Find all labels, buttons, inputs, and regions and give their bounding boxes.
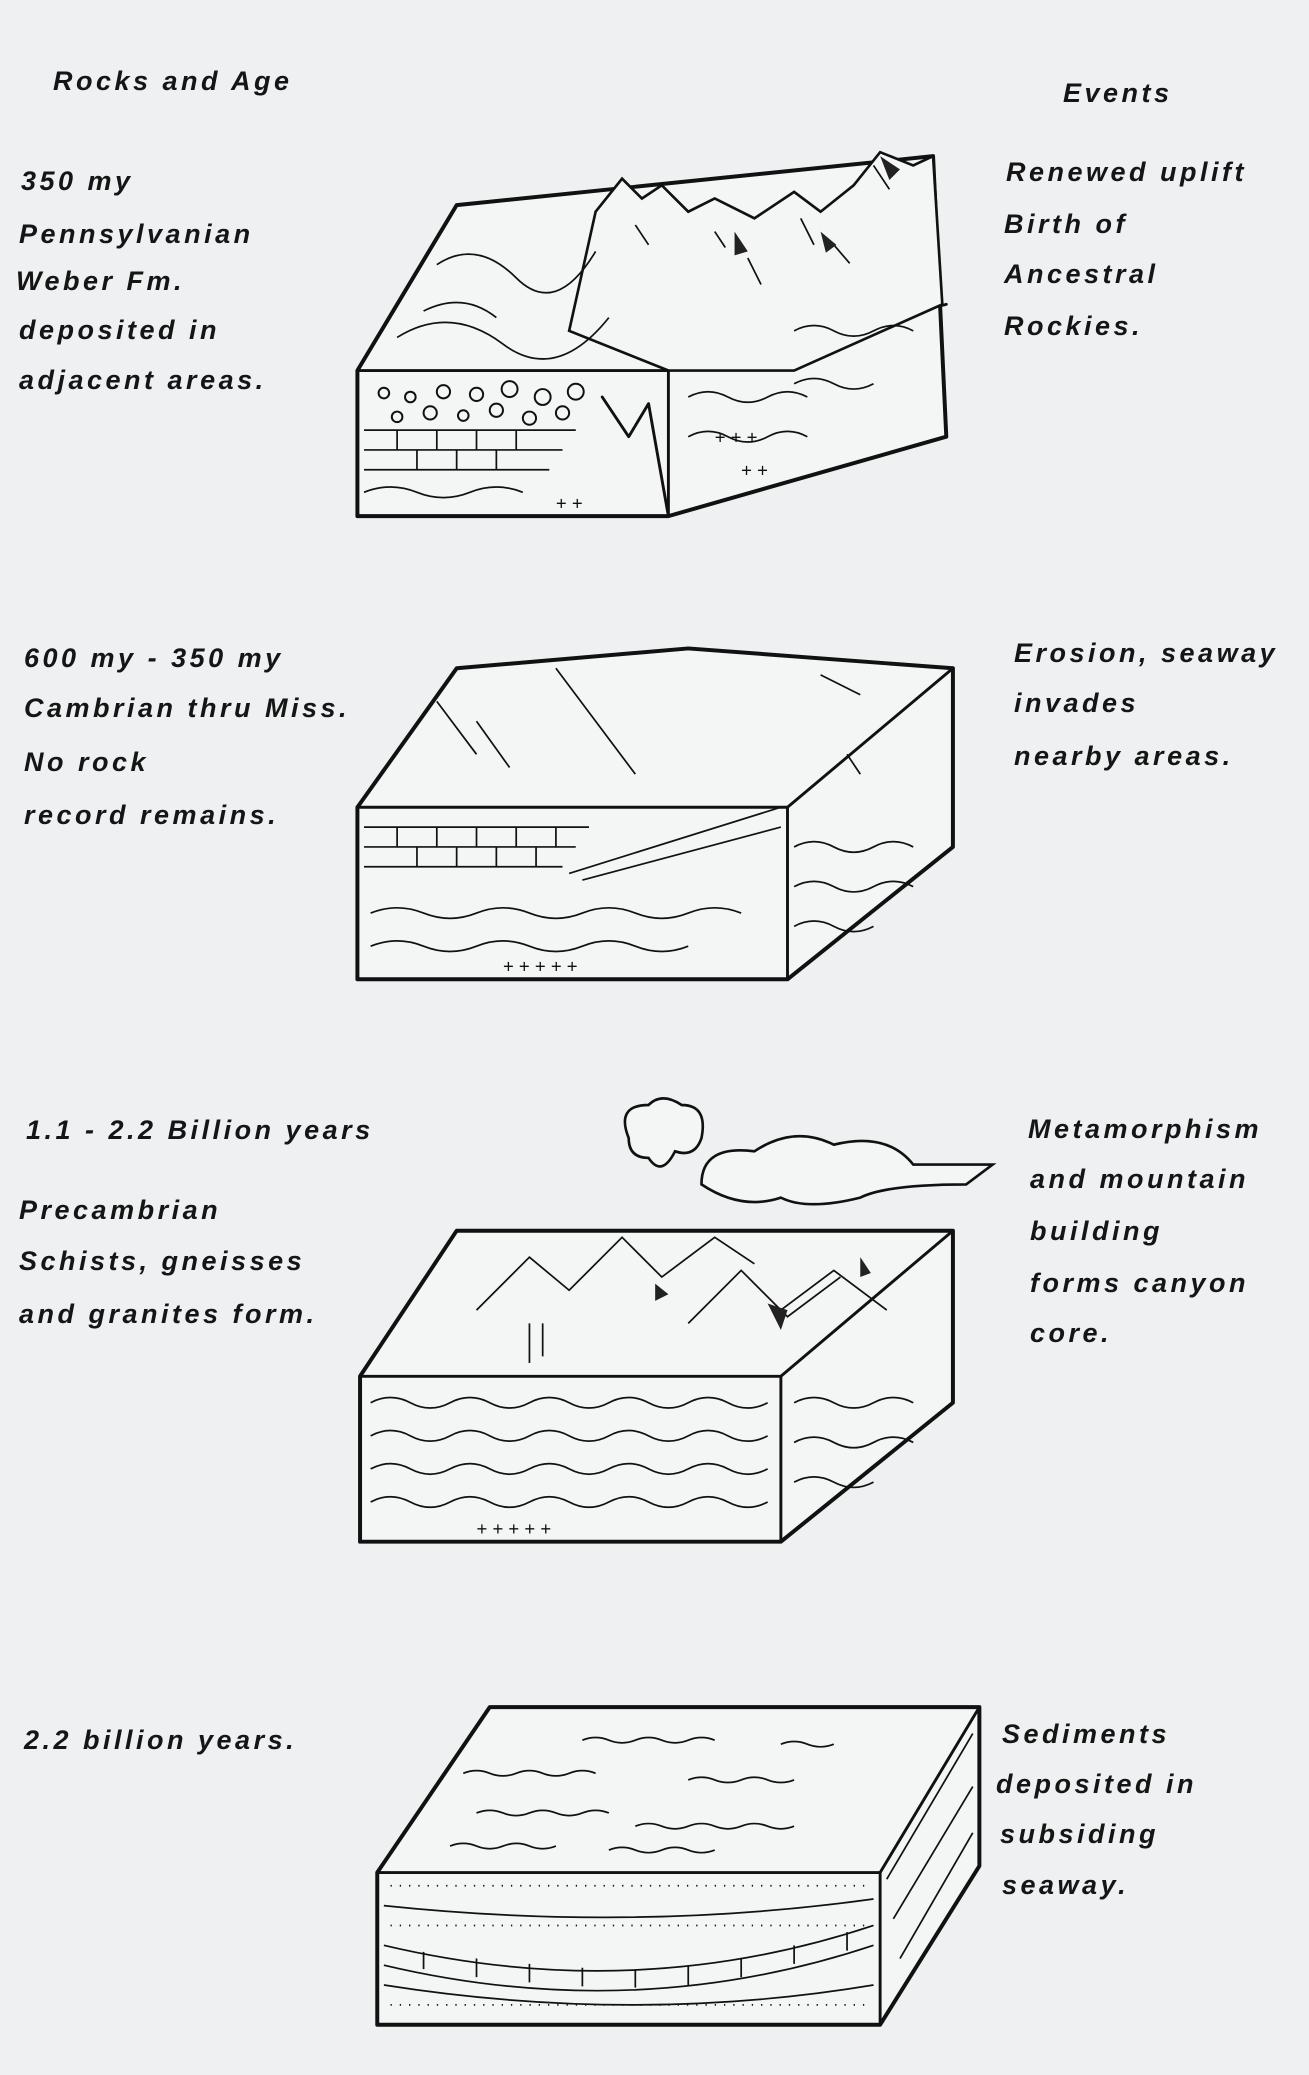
event-label: invades	[1014, 688, 1140, 718]
block-diagram-metamorphism: + + + + +	[358, 1097, 997, 1544]
event-label: forms canyon	[1030, 1268, 1250, 1298]
header-events: Events	[1063, 78, 1173, 108]
event-label: and mountain	[1030, 1164, 1249, 1194]
volcanic-cloud	[623, 1097, 997, 1206]
rock-label: 1.1 - 2.2 Billion years	[26, 1115, 374, 1145]
rock-label: adjacent areas.	[19, 365, 267, 395]
event-label: Erosion, seaway	[1014, 638, 1279, 668]
block-diagram-uplift: + + + + + + +	[355, 150, 949, 519]
svg-text:+ + +: + + +	[715, 426, 758, 447]
event-label: Birth of	[1004, 209, 1128, 239]
svg-text:+ +: + +	[741, 459, 768, 480]
rock-label: Pennsylvanian	[19, 219, 254, 249]
svg-text:+ +: + +	[556, 492, 583, 513]
event-label: building	[1030, 1216, 1163, 1246]
rock-label: 600 my - 350 my	[24, 643, 284, 673]
rock-label: Cambrian thru Miss.	[24, 693, 351, 723]
rock-label: record remains.	[24, 800, 280, 830]
event-label: core.	[1030, 1318, 1113, 1348]
rock-label: 350 my	[21, 166, 134, 196]
event-label: Ancestral	[1004, 259, 1159, 289]
block-diagram-sediments	[375, 1705, 982, 2027]
conglomerate-pattern	[377, 380, 585, 426]
event-label: nearby areas.	[1014, 741, 1234, 771]
svg-text:+ + + + +: + + + + +	[503, 956, 578, 977]
event-label: deposited in	[996, 1769, 1198, 1799]
rock-label: Schists, gneisses	[19, 1246, 306, 1276]
rock-label: Weber Fm.	[16, 266, 186, 296]
rock-label: No rock	[24, 747, 150, 777]
rock-label: Precambrian	[19, 1195, 222, 1225]
header-rocks-and-age: Rocks and Age	[53, 66, 293, 96]
event-label: Renewed uplift	[1006, 157, 1248, 187]
event-label: seaway.	[1002, 1870, 1130, 1900]
event-label: Sediments	[1002, 1719, 1171, 1749]
event-label: Rockies.	[1004, 311, 1144, 341]
event-label: Metamorphism	[1028, 1114, 1263, 1144]
rock-label: and granites form.	[19, 1299, 318, 1329]
block-diagram-erosion: + + + + +	[355, 646, 955, 982]
rock-label: 2.2 billion years.	[24, 1725, 298, 1755]
svg-text:+ + + + +: + + + + +	[477, 1518, 552, 1539]
rock-label: deposited in	[19, 315, 221, 345]
event-label: subsiding	[1000, 1819, 1159, 1849]
mountains	[567, 150, 944, 372]
